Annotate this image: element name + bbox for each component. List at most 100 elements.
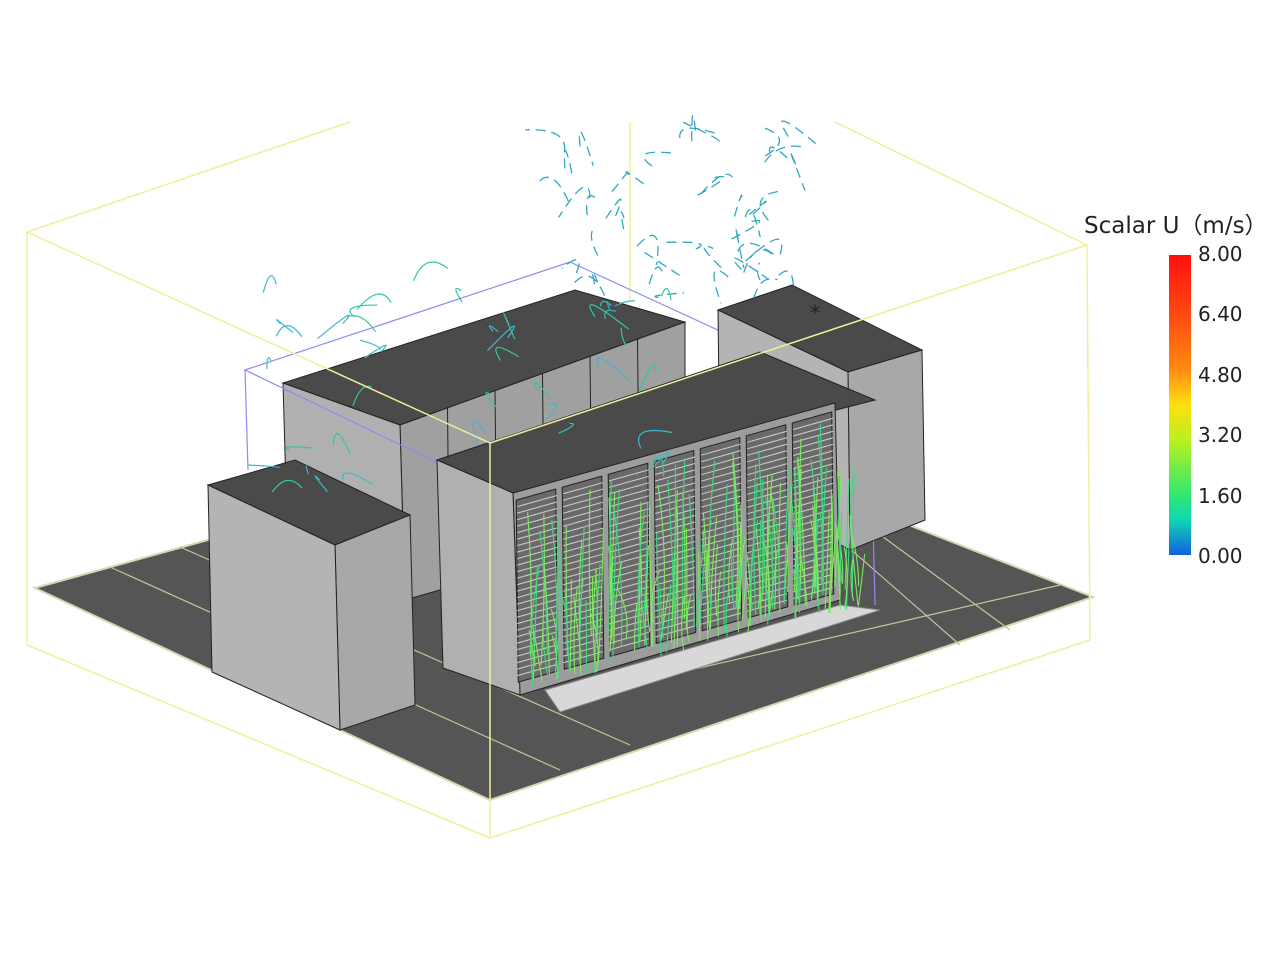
streamline — [604, 198, 622, 220]
streamline — [488, 325, 499, 333]
streamline — [266, 357, 272, 370]
streamline — [639, 582, 648, 648]
streamline — [838, 476, 843, 583]
streamline — [688, 494, 695, 627]
streamline — [759, 190, 780, 221]
streamline — [638, 502, 642, 633]
streamline — [665, 584, 672, 653]
streamline — [691, 114, 697, 144]
left-cooling-unit — [206, 459, 416, 731]
streamline — [785, 541, 789, 592]
streamline — [741, 575, 747, 620]
streamline — [364, 344, 387, 359]
streamline — [599, 300, 612, 307]
streamline — [651, 568, 661, 624]
streamline — [810, 519, 819, 601]
streamline — [573, 594, 582, 658]
streamline — [744, 209, 761, 238]
streamline — [778, 482, 782, 614]
streamline — [660, 593, 670, 641]
streamline — [412, 261, 449, 282]
streamline — [317, 314, 350, 340]
streamline — [503, 312, 516, 340]
streamline — [850, 530, 860, 587]
streamline — [685, 528, 688, 630]
streamline — [659, 586, 664, 639]
streamline — [767, 473, 773, 617]
streamline — [620, 211, 625, 230]
streamline — [660, 241, 702, 250]
streamline — [608, 481, 612, 632]
domain-box-back — [26, 121, 1088, 300]
streamline — [819, 423, 824, 583]
streamline — [642, 501, 649, 627]
streamline — [670, 490, 678, 643]
streamline — [681, 596, 685, 652]
streamline — [639, 364, 657, 391]
streamline — [557, 551, 561, 679]
legend-title: Scalar U（m/s） — [1084, 213, 1268, 239]
streamline — [636, 234, 659, 266]
streamline — [849, 515, 859, 606]
streamline — [713, 269, 729, 304]
streamline — [746, 553, 752, 627]
streamline — [275, 325, 303, 338]
streamline — [728, 539, 734, 603]
streamline — [485, 392, 497, 407]
streamline — [592, 570, 597, 665]
streamline — [558, 186, 591, 218]
streamline — [596, 357, 631, 382]
streamline — [793, 544, 798, 592]
streamline — [349, 304, 378, 318]
streamline — [638, 429, 673, 449]
streamline — [843, 546, 848, 609]
streamline — [591, 271, 599, 285]
streamline — [648, 266, 664, 285]
legend-tick: 4.80 — [1198, 363, 1243, 387]
streamline — [764, 145, 805, 163]
streamline — [759, 519, 762, 616]
streamline — [824, 511, 830, 609]
streamline — [346, 315, 377, 333]
streamline — [829, 492, 834, 606]
streamline — [625, 171, 645, 185]
streamline — [758, 450, 764, 593]
streamline — [789, 150, 806, 191]
streamline — [356, 293, 392, 310]
streamline — [314, 475, 328, 493]
streamline — [608, 497, 613, 636]
streamline — [735, 566, 741, 609]
streamline — [546, 403, 558, 420]
streamline — [305, 465, 309, 475]
streamline — [725, 591, 730, 637]
streamline — [643, 151, 674, 167]
streamline — [617, 589, 628, 640]
streamline — [682, 121, 721, 142]
streamline — [717, 571, 722, 637]
streamline — [613, 562, 623, 645]
streamline — [730, 550, 735, 611]
streamline — [791, 527, 801, 613]
streamline — [650, 560, 653, 647]
streamline — [703, 245, 722, 269]
streamline — [649, 451, 670, 471]
streamline — [613, 489, 620, 634]
streamline — [768, 549, 778, 614]
streamline — [739, 504, 743, 610]
streamline — [812, 505, 820, 593]
streamline — [578, 577, 584, 676]
streamline — [700, 173, 733, 195]
legend-tick: 0.00 — [1198, 544, 1243, 568]
streamline — [851, 467, 855, 598]
streamline — [742, 248, 773, 276]
streamline — [834, 469, 842, 587]
streamline — [578, 131, 594, 166]
streamline — [569, 579, 572, 672]
streamline — [528, 629, 535, 680]
streamline — [764, 127, 781, 157]
streamline — [730, 219, 761, 241]
streamline — [822, 467, 828, 590]
streamline — [604, 309, 617, 320]
streamline — [695, 534, 705, 627]
